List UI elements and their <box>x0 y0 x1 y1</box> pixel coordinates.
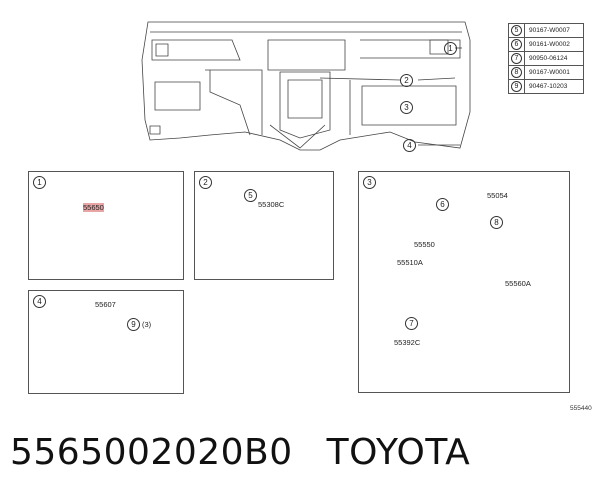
panel-3-number: 3 <box>363 176 376 189</box>
legend-number: 7 <box>511 53 522 64</box>
diagram-id: 555440 <box>570 405 592 412</box>
overview-callout-1: 1 <box>444 42 457 55</box>
overview-callout-3: 3 <box>400 101 413 114</box>
panel-3-clip-7-callout: 7 <box>405 317 418 330</box>
legend-part-number: 90167-W0007 <box>524 23 584 38</box>
legend-part-number: 90161-W0002 <box>524 37 584 52</box>
panel-3 <box>358 171 570 393</box>
overview-callout-4: 4 <box>403 139 416 152</box>
part-label-55607[interactable]: 55607 <box>95 300 116 309</box>
panel-4-number: 4 <box>33 295 46 308</box>
legend-number: 9 <box>511 81 522 92</box>
dashboard-overview <box>141 21 471 151</box>
part-label-55054[interactable]: 55054 <box>487 191 508 200</box>
part-label-55550[interactable]: 55550 <box>414 240 435 249</box>
part-label-55308c[interactable]: 55308C <box>258 200 285 209</box>
footer-title: 5565002020B0 TOYOTA <box>10 432 470 473</box>
panel-4-clip-callout: 9 <box>127 318 140 331</box>
part-label-55510a[interactable]: 55510A <box>397 258 423 267</box>
panel-1 <box>28 171 184 280</box>
panel-2-screw-callout: 5 <box>244 189 257 202</box>
legend-part-number: 90167-W0001 <box>524 65 584 80</box>
part-label-55560a[interactable]: 55560A <box>505 279 531 288</box>
footer-part-number: 5565002020B0 <box>10 432 293 473</box>
panel-4-clip-quantity: (3) <box>142 320 152 329</box>
panel-3-screw-6-callout: 6 <box>436 198 449 211</box>
panel-2-number: 2 <box>199 176 212 189</box>
legend-part-number: 90467-10203 <box>524 79 584 94</box>
part-label-55392c[interactable]: 55392C <box>394 338 421 347</box>
panel-4 <box>28 290 184 394</box>
part-label-55650[interactable]: 55650 <box>83 203 104 212</box>
panel-1-number: 1 <box>33 176 46 189</box>
legend-part-number: 90950-06124 <box>524 51 584 66</box>
legend-number: 5 <box>511 25 522 36</box>
panel-2 <box>194 171 334 280</box>
panel-3-screw-8-callout: 8 <box>490 216 503 229</box>
legend-number: 8 <box>511 67 522 78</box>
overview-callout-2: 2 <box>400 74 413 87</box>
legend-number: 6 <box>511 39 522 50</box>
footer-brand: TOYOTA <box>326 432 471 473</box>
